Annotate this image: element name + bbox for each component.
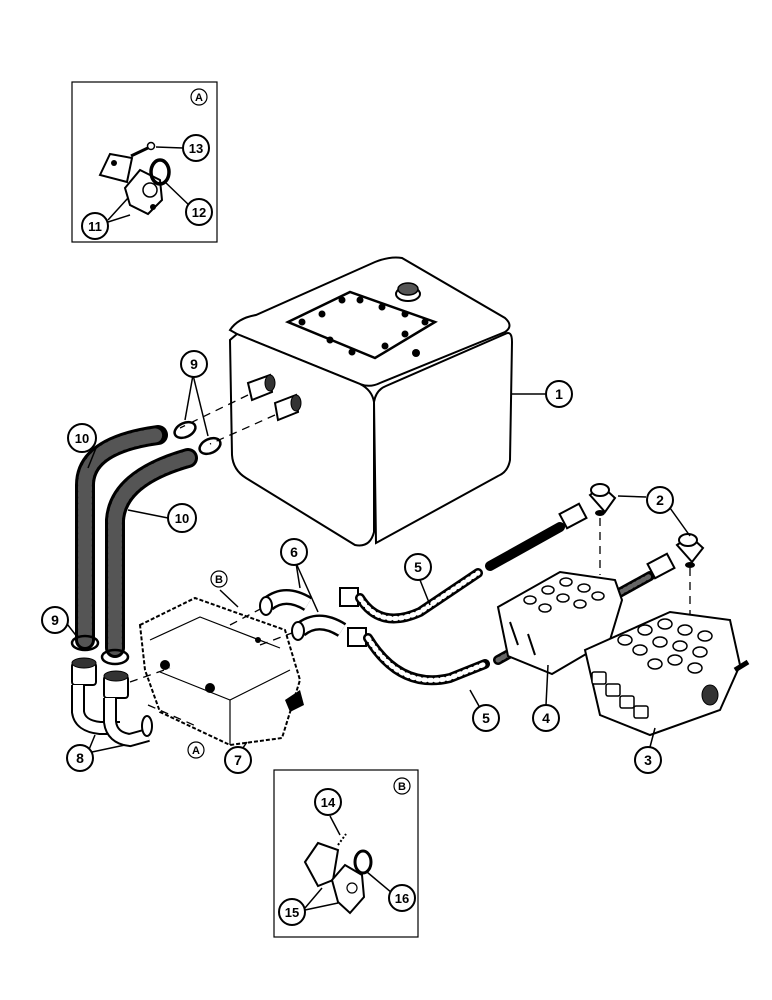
- callout-13: 13: [182, 134, 210, 162]
- callout-12: 12: [185, 198, 213, 226]
- suction-hoses-10: [75, 425, 198, 658]
- svg-text:14: 14: [321, 795, 336, 810]
- svg-text:4: 4: [542, 710, 550, 726]
- svg-text:5: 5: [482, 710, 490, 726]
- hydraulic-pump: [138, 589, 304, 759]
- callout-8: 8: [66, 744, 94, 772]
- callout-2: 2: [646, 486, 674, 514]
- svg-text:8: 8: [76, 750, 84, 766]
- callout-10-upper: 10: [67, 423, 97, 453]
- callout-15: 15: [278, 898, 306, 926]
- callout-5-lower: 5: [472, 704, 500, 732]
- svg-text:B: B: [398, 781, 406, 793]
- svg-text:15: 15: [285, 905, 299, 920]
- o-ring-12: [149, 158, 171, 186]
- svg-text:3: 3: [644, 752, 652, 768]
- callout-11: 11: [81, 212, 109, 240]
- svg-text:A: A: [195, 92, 203, 104]
- svg-text:11: 11: [88, 219, 102, 234]
- tank-port-upper: [246, 373, 276, 402]
- o-ring-16: [353, 849, 373, 875]
- pump-detail-tag-a: A: [187, 741, 205, 759]
- svg-text:9: 9: [190, 356, 198, 372]
- svg-text:12: 12: [192, 205, 206, 220]
- control-valve-3: [583, 610, 750, 748]
- detail-inset-b: B: [273, 769, 419, 938]
- svg-text:9: 9: [51, 612, 59, 628]
- capscrew-13: [130, 141, 156, 158]
- pump-detail-tag-b: B: [210, 570, 228, 588]
- callout-10-lower: 10: [167, 503, 197, 533]
- callout-3: 3: [634, 746, 662, 774]
- callout-6: 6: [280, 538, 308, 566]
- hydraulic-tank: [228, 256, 546, 547]
- filler-cap: [395, 282, 421, 302]
- svg-text:2: 2: [656, 492, 664, 508]
- callout-9-lower: 9: [41, 606, 69, 634]
- svg-text:5: 5: [414, 559, 422, 575]
- svg-text:16: 16: [395, 891, 409, 906]
- callout-7: 7: [224, 746, 252, 774]
- callout-9-upper: 9: [180, 350, 208, 378]
- pump-inlet-elbows-8: [71, 657, 153, 753]
- svg-text:10: 10: [75, 431, 89, 446]
- callout-5-upper: 5: [404, 553, 432, 581]
- tank-port-lower: [273, 393, 302, 422]
- pump-outlet-elbows-6: [259, 562, 347, 641]
- svg-text:B: B: [215, 574, 223, 586]
- split-flange-halves-11: [98, 152, 164, 216]
- svg-text:10: 10: [175, 511, 189, 526]
- callout-1: 1: [545, 380, 573, 408]
- split-flange-halves-15: [303, 841, 366, 915]
- callout-16: 16: [388, 884, 416, 912]
- cover-bolts: [298, 296, 429, 356]
- callout-14: 14: [314, 788, 342, 816]
- inset-a-tag: A: [190, 88, 208, 106]
- elbow-fittings-2: [588, 483, 705, 568]
- svg-text:7: 7: [234, 752, 242, 768]
- svg-text:13: 13: [189, 141, 203, 156]
- callout-4: 4: [532, 704, 560, 732]
- hose-clamps-9-upper: [173, 374, 222, 456]
- svg-text:1: 1: [555, 386, 563, 402]
- tank-cover-plate: [284, 290, 438, 360]
- inset-b-tag: B: [393, 777, 411, 795]
- svg-text:A: A: [192, 745, 200, 757]
- svg-text:6: 6: [290, 544, 298, 560]
